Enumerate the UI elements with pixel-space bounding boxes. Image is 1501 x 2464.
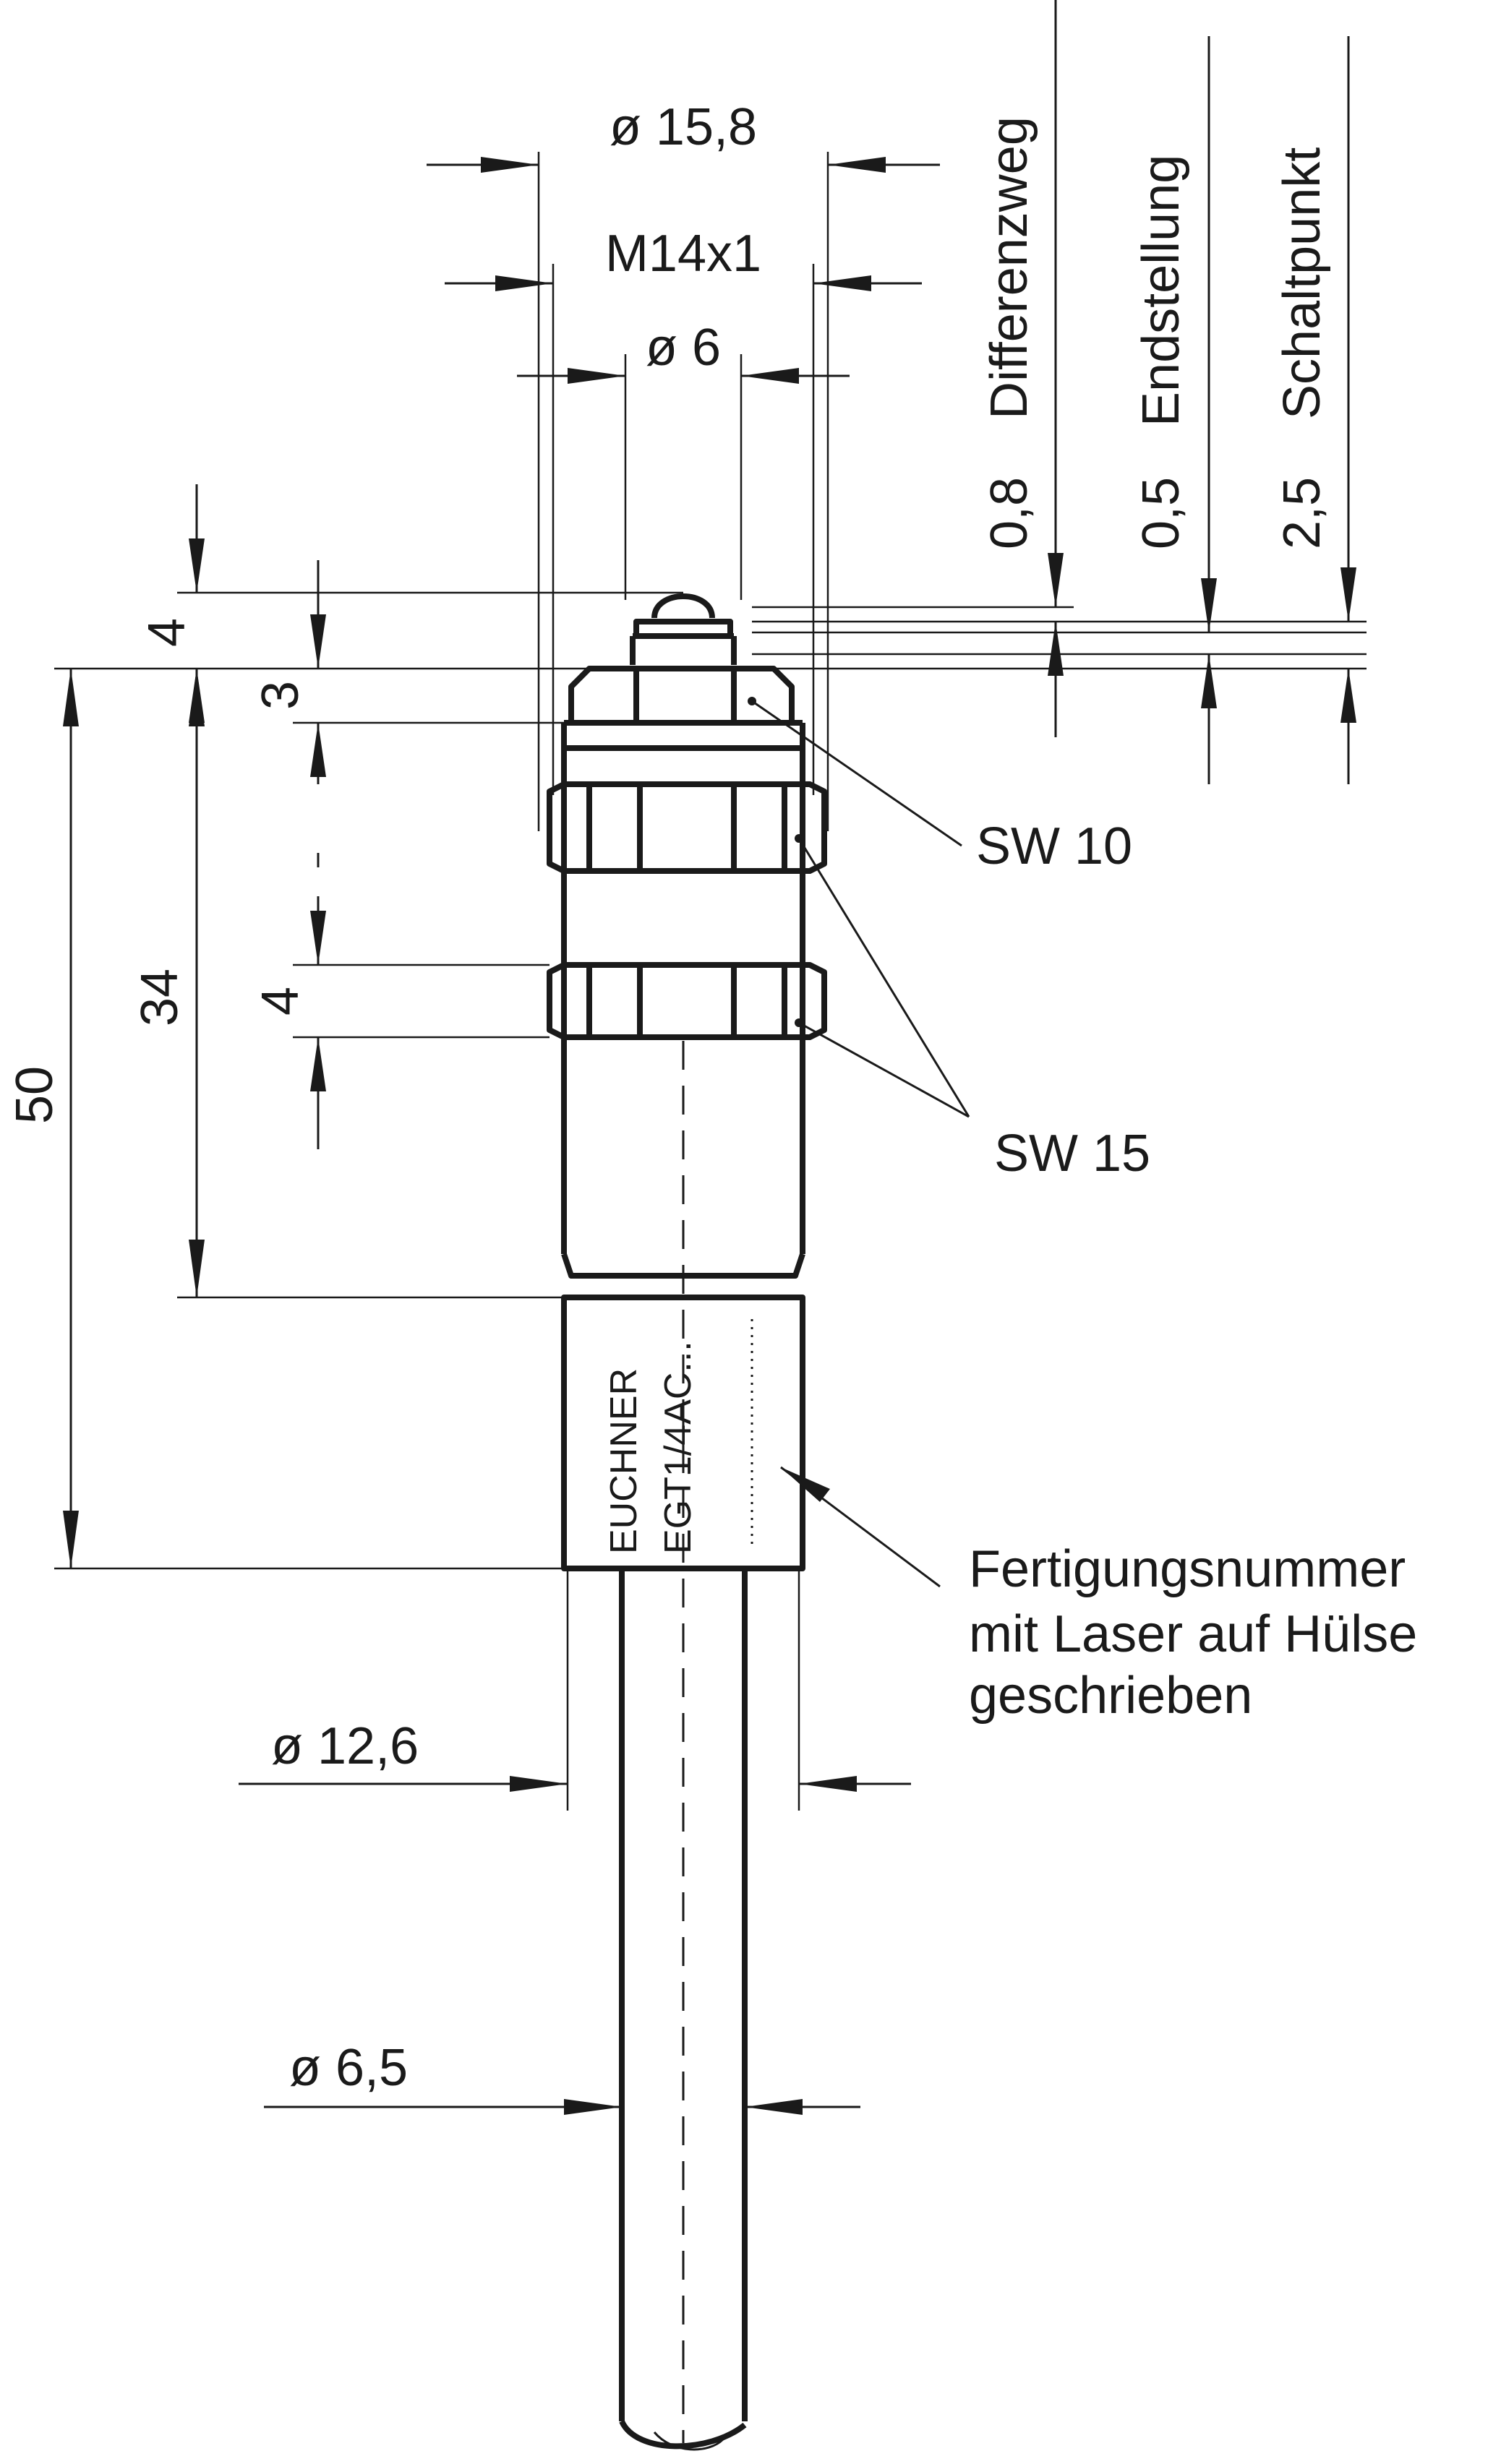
travel-diff-value: 0,8: [980, 477, 1038, 549]
dim-h-34-label: 34: [131, 969, 189, 1026]
dim-h-4-nut: 4: [252, 853, 326, 1149]
dim-d-plunger-label: ø 6: [646, 319, 721, 377]
sw10-nut: [568, 666, 795, 726]
dim-d-outer-label: ø 15,8: [610, 98, 757, 156]
callout-serial: Fertigungsnummer mit Laser auf Hülse ges…: [780, 1466, 1417, 1725]
travel-end-value: 0,5: [1132, 477, 1190, 549]
dim-h-50: 50: [6, 669, 79, 1568]
dim-h-3-label: 3: [252, 681, 309, 710]
sleeve-engraving: EUCHNER EGT1/4AC...: [603, 1341, 699, 1554]
callout-serial-line2: mit Laser auf Hülse: [969, 1605, 1417, 1663]
callout-sw10-label: SW 10: [976, 817, 1132, 875]
travel-schaltpunkt: 2,5 Schaltpunkt: [1273, 36, 1356, 784]
rod: [619, 1568, 748, 2451]
dim-thread-label: M14x1: [605, 225, 761, 283]
travel-endstellung: 0,5 Endstellung: [1132, 36, 1217, 784]
callout-serial-line1: Fertigungsnummer: [969, 1540, 1406, 1598]
travel-differenzweg: 0,8 Differenzweg: [980, 0, 1064, 737]
travel-switch-label: Schaltpunkt: [1273, 147, 1331, 419]
callout-serial-line3: geschrieben: [969, 1667, 1252, 1725]
dim-h-4-top-label: 4: [138, 618, 196, 647]
dim-d-rod-label: ø 6,5: [289, 2039, 408, 2097]
travel-switch-value: 2,5: [1273, 477, 1331, 549]
threaded-body: [561, 720, 805, 1279]
sleeve-brand: EUCHNER: [603, 1368, 645, 1554]
dim-h-4-nut-label: 4: [252, 987, 309, 1016]
dim-h-3: 3: [252, 560, 326, 784]
dim-d-plunger: ø 6: [517, 319, 850, 384]
dim-h-34: 34: [131, 669, 205, 1297]
dim-d-sleeve-label: ø 12,6: [271, 1717, 419, 1775]
callout-sw10: SW 10: [751, 700, 1132, 875]
dim-d-outer: ø 15,8: [427, 98, 940, 173]
sw15-nut-lower: [547, 962, 827, 1040]
travel-diff-label: Differenzweg: [980, 116, 1038, 419]
sw15-nut-upper: [547, 781, 827, 874]
dim-thread: M14x1: [445, 225, 922, 291]
dim-d-sleeve: ø 12,6: [239, 1717, 911, 1792]
callout-sw15-label: SW 15: [994, 1125, 1150, 1182]
callout-sw15: SW 15: [797, 838, 1150, 1182]
plunger-tip: [630, 593, 737, 665]
dim-h-50-label: 50: [6, 1066, 64, 1124]
dim-d-rod: ø 6,5: [264, 2039, 860, 2115]
travel-end-label: Endstellung: [1132, 155, 1190, 426]
extension-lines: [54, 152, 1367, 2125]
laser-sleeve: [561, 1295, 805, 1571]
sleeve-model: EGT1/4AC...: [657, 1341, 699, 1554]
